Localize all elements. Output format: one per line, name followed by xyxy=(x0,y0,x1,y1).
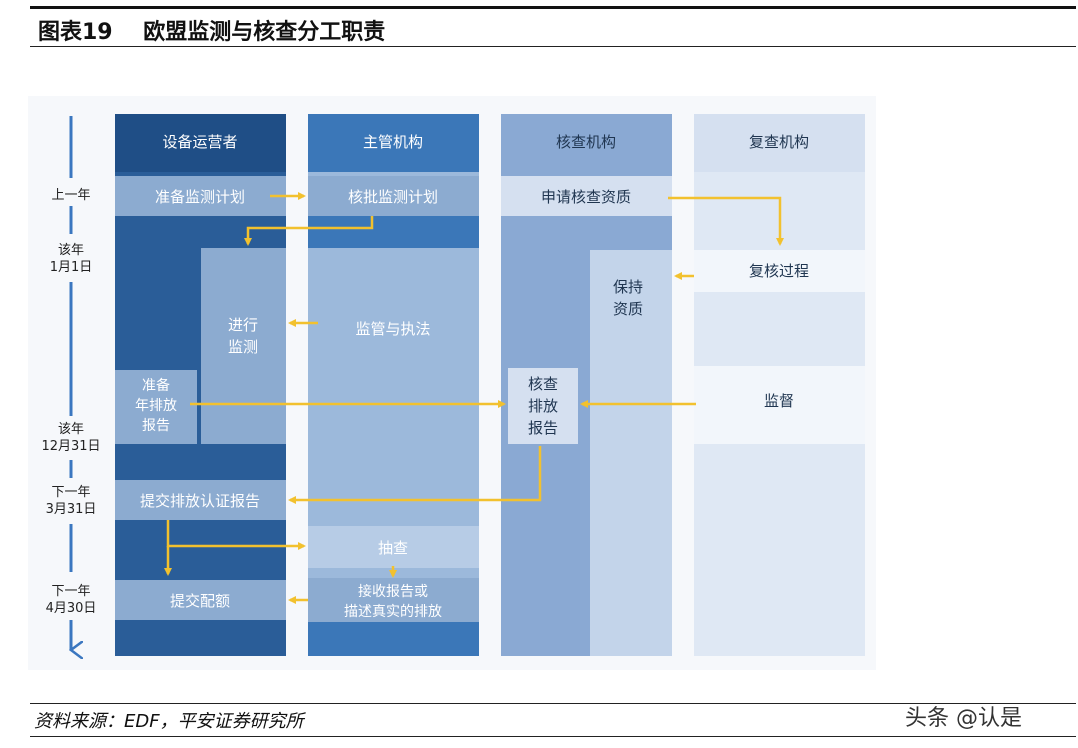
bottom-rule xyxy=(30,703,1076,704)
approve-plan-box xyxy=(308,176,479,216)
source-note: 资料来源：EDF，平安证券研究所 xyxy=(34,711,304,732)
timeline-jan1-date: 1月1日 xyxy=(50,260,93,275)
submit-report-box xyxy=(115,480,286,520)
timeline-jan1-year: 该年 xyxy=(58,243,84,258)
timeline-apr30-year: 下一年 xyxy=(51,584,90,599)
submit-allowance-label: 提交配额 xyxy=(170,592,230,610)
accept-report-box xyxy=(308,578,479,622)
maintain-qualification-label-2: 资质 xyxy=(613,300,643,318)
authority-band xyxy=(308,216,479,248)
accept-report-label-1: 接收报告或 xyxy=(358,583,428,600)
accept-report-label-2: 描述真实的排放 xyxy=(344,604,442,620)
timeline-dec31-year: 该年 xyxy=(58,422,84,437)
verifier-header-label: 核查机构 xyxy=(556,133,616,151)
submit-allowance-box xyxy=(115,580,286,620)
top-rule xyxy=(30,6,1076,9)
authority-header-label: 主管机构 xyxy=(363,133,423,151)
timeline-mar31-date: 3月31日 xyxy=(46,502,97,517)
verifier-qualification-lane xyxy=(590,250,672,656)
verify-report-box xyxy=(508,368,578,444)
timeline-prev-year: 上一年 xyxy=(51,188,90,203)
authority-header xyxy=(308,114,479,172)
timeline-apr30-date: 4月30日 xyxy=(46,601,97,616)
verify-report-label-1: 核查 xyxy=(528,375,558,393)
supervise-label: 监督 xyxy=(764,392,794,410)
prepare-plan-box xyxy=(115,176,286,216)
prepare-report-label-3: 报告 xyxy=(142,418,170,434)
apply-qualification-box xyxy=(501,176,672,216)
prepare-plan-label: 准备监测计划 xyxy=(155,188,245,206)
prepare-report-label-1: 准备 xyxy=(142,377,170,394)
approve-plan-label: 核批监测计划 xyxy=(348,188,438,206)
verify-report-label-3: 报告 xyxy=(528,419,558,437)
arrow-approval-to-operator xyxy=(244,216,374,246)
authority-bottom-band xyxy=(308,622,479,656)
timeline-dec31-date: 12月31日 xyxy=(41,439,100,454)
title-rule xyxy=(30,46,1076,47)
submit-report-label: 提交排放认证报告 xyxy=(140,492,260,510)
apply-qualification-label: 申请核查资质 xyxy=(541,188,631,206)
spot-check-label: 抽查 xyxy=(378,539,408,557)
review-process-label: 复核过程 xyxy=(749,262,809,280)
arrow-verifier-to-submission xyxy=(288,446,542,504)
operator-header-label: 设备运营者 xyxy=(162,133,237,151)
monitoring-label-2: 监测 xyxy=(228,338,258,356)
maintain-qualification-label-1: 保持 xyxy=(613,278,643,296)
spot-check-box xyxy=(308,526,479,568)
bottom-rule xyxy=(30,736,1076,737)
arrow-qualification-to-review xyxy=(668,196,784,246)
review-process-box xyxy=(694,250,865,292)
responsibility-diagram: 设备运营者 主管机构 核查机构 复查机构 准备监测计划 核批监测计划 申请核查资… xyxy=(41,114,865,659)
supervision-enforcement-label: 监管与执法 xyxy=(355,320,430,338)
prepare-report-box xyxy=(115,370,197,444)
reviewer-header xyxy=(694,114,865,172)
monitoring-box xyxy=(201,248,286,444)
prepare-report-label-2: 年排放 xyxy=(135,398,177,414)
monitoring-label-1: 进行 xyxy=(228,316,258,334)
watermark: 头条 @认是 xyxy=(905,706,1022,731)
figure-title: 图表19 欧盟监测与核查分工职责 xyxy=(38,20,386,45)
verify-report-label-2: 排放 xyxy=(528,397,558,415)
timeline-mar31-year: 下一年 xyxy=(51,485,90,500)
supervise-box xyxy=(694,366,865,444)
operator-header xyxy=(115,114,286,172)
verifier-header xyxy=(501,114,672,172)
reviewer-header-label: 复查机构 xyxy=(749,133,809,151)
